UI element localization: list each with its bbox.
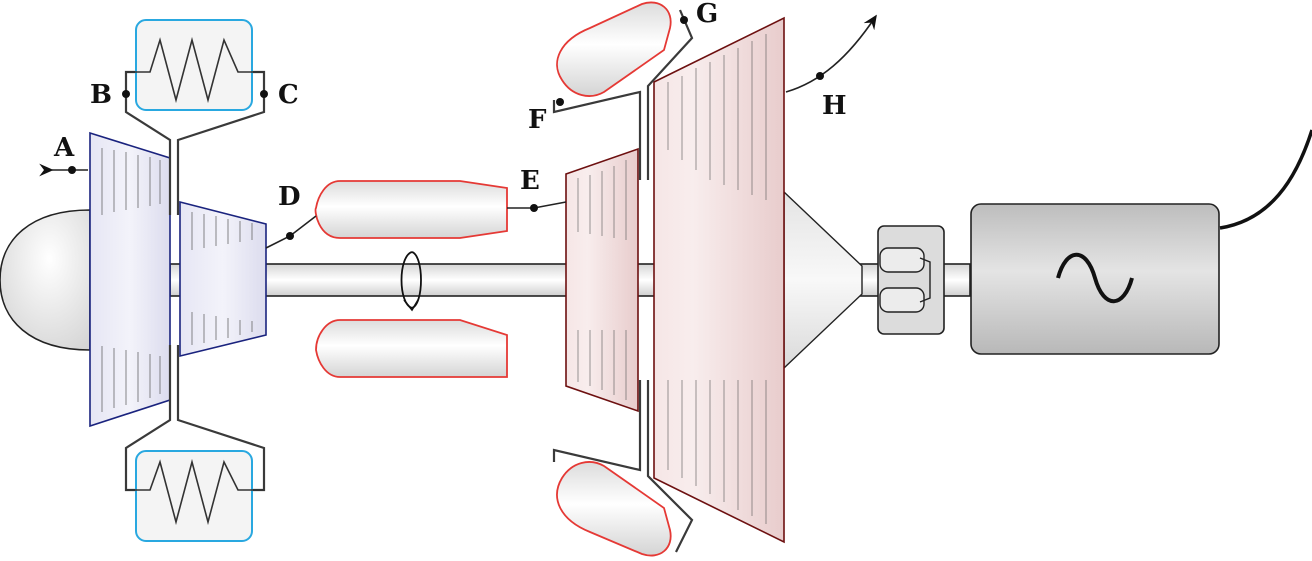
reheat-ducting xyxy=(552,9,694,553)
nose-cone xyxy=(0,209,91,351)
turbine-stage-1 xyxy=(565,147,639,413)
label-h: H xyxy=(822,91,847,121)
intercooler-bottom xyxy=(126,450,264,542)
state-point-c xyxy=(260,90,268,98)
label-d: D xyxy=(278,182,301,212)
compressor-stage-1 xyxy=(89,131,171,428)
state-point-e xyxy=(530,204,538,212)
heat-exchanger-coil-icon xyxy=(126,36,264,104)
rotation-arrow-icon xyxy=(400,251,422,312)
turbine-rear-cone xyxy=(783,190,863,370)
label-c: C xyxy=(278,80,299,110)
reheat-combustor-bottom xyxy=(556,461,672,557)
combustor-bottom xyxy=(315,319,508,378)
state-points xyxy=(68,16,824,240)
reheat-combustor-top xyxy=(556,1,672,97)
compressor-stage-2 xyxy=(179,200,267,358)
label-b: B xyxy=(90,80,112,110)
turbine-stage-2 xyxy=(653,16,785,544)
state-link-d xyxy=(265,215,317,249)
sine-wave-icon xyxy=(1056,252,1134,304)
label-f: F xyxy=(528,105,547,135)
heat-exchanger-coil-icon xyxy=(126,458,264,526)
generator xyxy=(970,129,1312,355)
label-g: G xyxy=(696,0,718,29)
label-a: A xyxy=(53,133,75,163)
power-output-cable xyxy=(1219,129,1312,230)
combustor-top xyxy=(314,180,508,239)
state-point-h xyxy=(816,72,824,80)
exhaust-arrow xyxy=(785,14,877,93)
state-point-b xyxy=(122,90,130,98)
intercooler-top xyxy=(126,19,264,111)
state-point-g xyxy=(680,16,688,24)
state-point-f xyxy=(556,98,564,106)
label-e: E xyxy=(520,166,540,196)
state-point-d xyxy=(286,232,294,240)
state-point-a xyxy=(68,166,76,174)
shaft-coupling xyxy=(877,225,945,335)
